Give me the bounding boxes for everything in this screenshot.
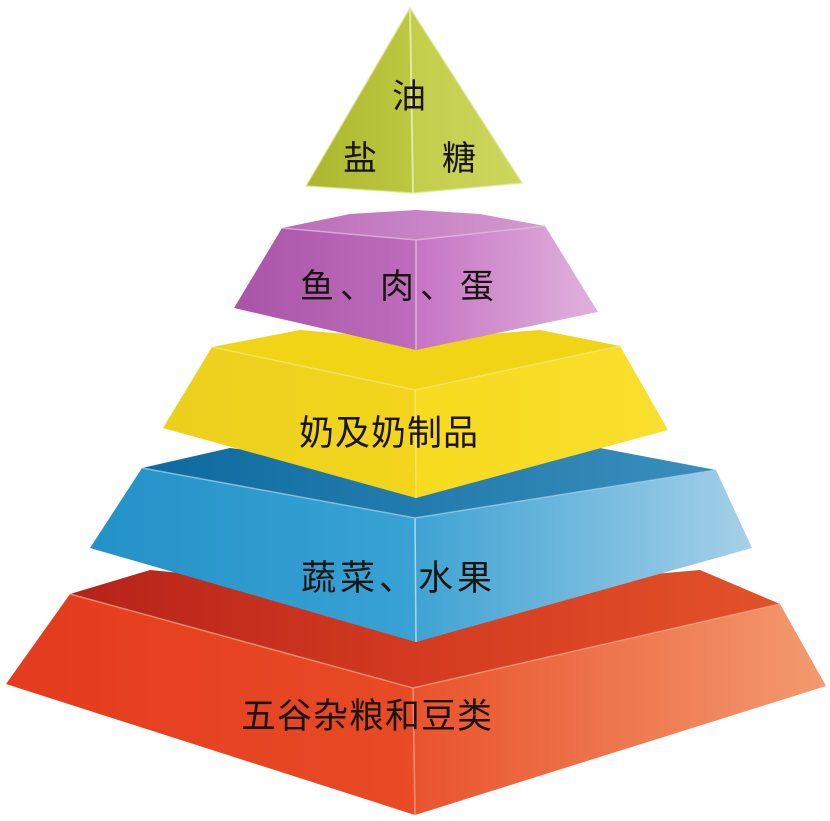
tier-grains-left-face bbox=[6, 594, 415, 815]
tier-grains-label: 五谷杂粮和豆类 bbox=[241, 697, 494, 737]
tier-produce-right-face bbox=[415, 470, 752, 642]
tier-top-label-salt: 盐 bbox=[343, 139, 379, 179]
tier-protein-left-face bbox=[234, 228, 416, 350]
tier-dairy-right-face bbox=[415, 346, 668, 498]
tier-top-label-oil: 油 bbox=[392, 77, 428, 117]
tier-produce-left-face bbox=[90, 468, 416, 642]
tier-dairy-label: 奶及奶制品 bbox=[299, 414, 480, 454]
tier-protein-right-face bbox=[416, 226, 598, 350]
tier-protein-label: 鱼、肉、蛋 bbox=[300, 267, 500, 307]
tier-dairy bbox=[163, 330, 668, 499]
tier-top-left-face bbox=[306, 8, 413, 193]
tier-dairy-top-face bbox=[212, 330, 620, 390]
tier-protein bbox=[234, 210, 598, 350]
tier-produce-label: 蔬菜、水果 bbox=[301, 559, 497, 599]
tier-top-label-sugar: 糖 bbox=[442, 139, 478, 179]
tier-grains-right-face bbox=[413, 604, 826, 815]
tier-top bbox=[304, 6, 524, 194]
tier-dairy-left-face bbox=[163, 347, 416, 498]
tier-top-right-face bbox=[410, 8, 522, 193]
